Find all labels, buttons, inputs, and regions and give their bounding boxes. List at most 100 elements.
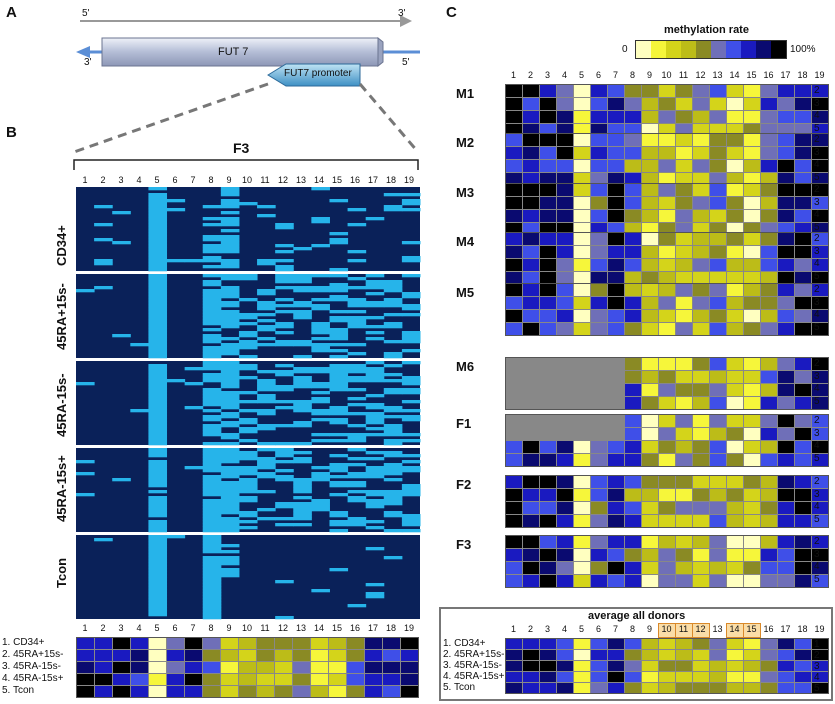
- methylation-cell: [761, 173, 777, 185]
- methylation-cell: [523, 476, 539, 488]
- methylation-cell: [625, 259, 641, 271]
- unmethylated-cpg-mark: [202, 595, 222, 599]
- unmethylated-cpg-mark: [202, 340, 222, 344]
- methylation-cell: [778, 515, 794, 527]
- unmethylated-cpg-mark: [220, 241, 240, 245]
- column-number: 15: [331, 175, 342, 185]
- methylation-cell: [812, 233, 828, 245]
- methylation-cell: [625, 358, 641, 370]
- unmethylated-cpg-mark: [383, 325, 403, 329]
- methylation-cell: [574, 441, 590, 453]
- unmethylated-cpg-mark: [275, 364, 294, 368]
- unmethylated-cpg-mark: [275, 259, 294, 263]
- unmethylated-cpg-mark: [401, 529, 421, 533]
- unmethylated-cpg-mark: [220, 391, 240, 395]
- unmethylated-cpg-mark: [220, 562, 240, 566]
- average-cell: [293, 650, 310, 661]
- unmethylated-cpg-mark: [202, 346, 222, 350]
- methylation-cell: [557, 441, 573, 453]
- average-cell: [149, 650, 166, 661]
- methylation-cell: [659, 111, 675, 123]
- average-cell: [347, 638, 364, 649]
- panel-b-clone-heatmap: [76, 187, 421, 620]
- unmethylated-cpg-mark: [275, 298, 294, 302]
- methylation-cell: [676, 111, 692, 123]
- unmethylated-cpg-mark: [202, 295, 222, 299]
- methylation-cell: [557, 502, 573, 514]
- methylation-cell: [676, 536, 692, 548]
- unmethylated-cpg-mark: [148, 544, 168, 548]
- unmethylated-cpg-mark: [148, 229, 168, 233]
- methylation-cell: [744, 134, 760, 146]
- methylation-cell: [506, 246, 522, 258]
- unmethylated-cpg-mark: [238, 391, 258, 395]
- unmethylated-cpg-mark: [293, 370, 312, 374]
- unmethylated-cpg-mark: [257, 412, 276, 416]
- methylation-cell: [659, 147, 675, 159]
- unmethylated-cpg-mark: [202, 448, 222, 452]
- unmethylated-cpg-mark: [220, 400, 240, 404]
- row-number: 4: [814, 110, 820, 121]
- unmethylated-cpg-mark: [202, 520, 222, 524]
- row-number: 5: [814, 321, 820, 333]
- methylation-cell: [540, 489, 556, 501]
- average-cell: [203, 650, 220, 661]
- average-cell: [557, 672, 573, 682]
- methylation-cell: [608, 184, 624, 196]
- methylation-cell: [778, 272, 794, 284]
- column-number: 2: [527, 70, 533, 80]
- methylation-cell: [761, 323, 777, 335]
- methylation-cell: [642, 134, 658, 146]
- unmethylated-cpg-mark: [329, 331, 349, 335]
- average-cell: [185, 650, 202, 661]
- unmethylated-cpg-mark: [293, 310, 312, 314]
- methylation-cell: [506, 272, 522, 284]
- methylation-cell: [642, 160, 658, 172]
- methylation-cell: [557, 147, 573, 159]
- average-cell: [257, 686, 274, 697]
- unmethylated-cpg-mark: [275, 442, 294, 446]
- methylation-cell: [676, 397, 692, 409]
- unmethylated-cpg-mark: [329, 370, 349, 374]
- unmethylated-cpg-mark: [220, 556, 240, 560]
- methylation-cell: [540, 502, 556, 514]
- unmethylated-cpg-mark: [329, 310, 349, 314]
- methylation-cell: [625, 111, 641, 123]
- methylation-cell: [659, 197, 675, 209]
- methylation-cell: [608, 147, 624, 159]
- methylation-cell: [693, 297, 709, 309]
- unmethylated-cpg-mark: [238, 409, 258, 413]
- unmethylated-cpg-mark: [148, 337, 168, 341]
- unmethylated-cpg-mark: [94, 259, 113, 263]
- unmethylated-cpg-mark: [184, 466, 204, 470]
- unmethylated-cpg-mark: [220, 574, 240, 578]
- unmethylated-cpg-mark: [220, 277, 240, 281]
- donor-block-grid: [505, 357, 829, 410]
- average-cell: [574, 661, 590, 671]
- unmethylated-cpg-mark: [275, 505, 294, 509]
- unmethylated-cpg-mark: [383, 424, 403, 428]
- methylation-cell: [727, 323, 743, 335]
- unmethylated-cpg-mark: [329, 493, 349, 497]
- methylation-cell: [523, 160, 539, 172]
- methylation-cell: [795, 371, 811, 383]
- average-cell: [383, 674, 400, 685]
- unmethylated-cpg-mark: [347, 370, 367, 374]
- unmethylated-cpg-mark: [220, 292, 240, 296]
- average-cell: [95, 686, 112, 697]
- unmethylated-cpg-mark: [329, 319, 349, 323]
- unmethylated-cpg-mark: [220, 373, 240, 377]
- unmethylated-cpg-mark: [148, 574, 168, 578]
- methylation-cell: [676, 415, 692, 427]
- methylation-cell: [693, 549, 709, 561]
- methylation-cell: [761, 441, 777, 453]
- methylation-cell: [727, 575, 743, 587]
- methylation-cell: [693, 184, 709, 196]
- scale-swatch: [771, 41, 786, 58]
- unmethylated-cpg-mark: [329, 421, 349, 425]
- unmethylated-cpg-mark: [148, 499, 168, 503]
- methylation-cell: [761, 134, 777, 146]
- unmethylated-cpg-mark: [220, 502, 240, 506]
- unmethylated-cpg-mark: [347, 499, 367, 503]
- row-number: 3: [814, 146, 820, 158]
